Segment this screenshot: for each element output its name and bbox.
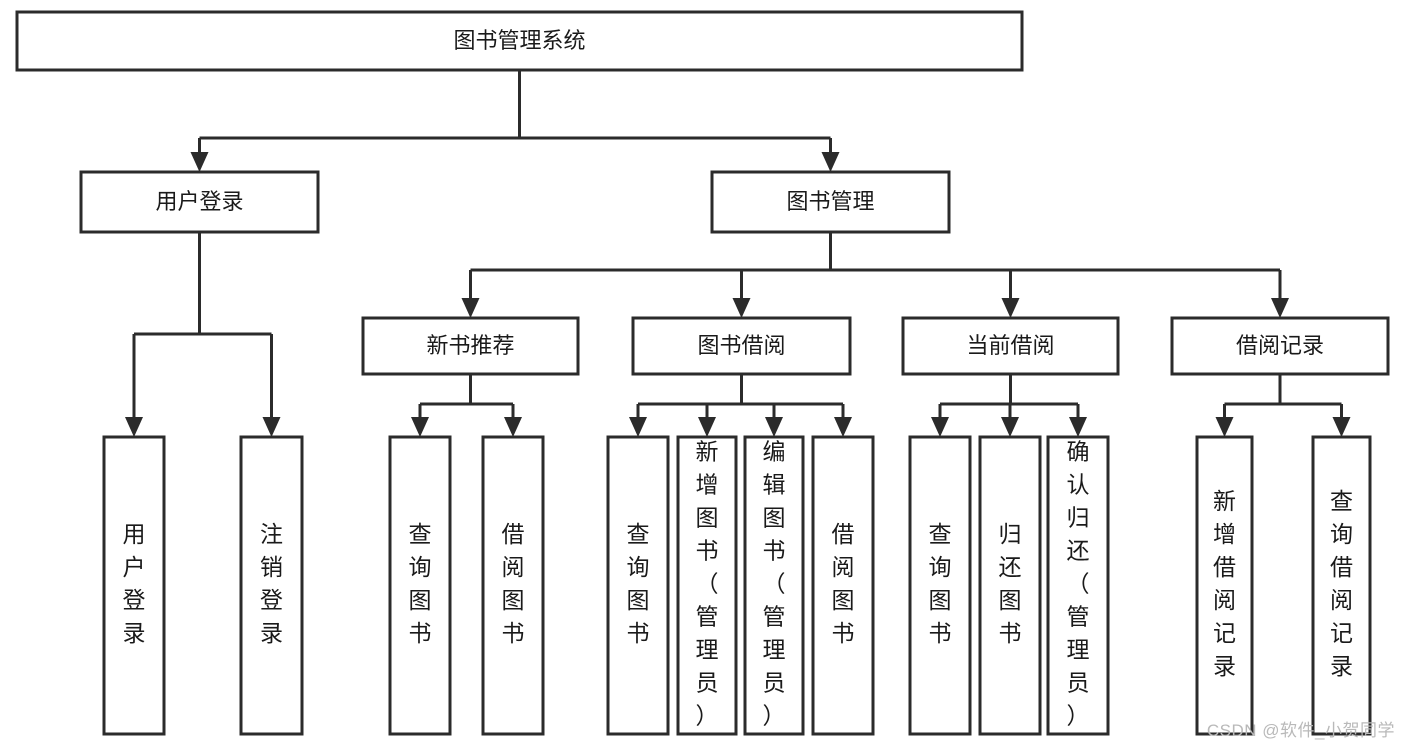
arrow-head-icon [698, 417, 716, 437]
node-box [79, 170, 320, 234]
node-box [1046, 435, 1110, 736]
connector-layer [125, 70, 1351, 437]
node-user-login[interactable]: 用户登录 [79, 170, 320, 234]
node-label: 借阅图书 [832, 521, 855, 646]
node-leaf-query-book-current[interactable]: 查询图书 [908, 435, 972, 736]
arrow-head-icon [1069, 417, 1087, 437]
node-label: 查询图书 [627, 521, 650, 646]
arrow-head-icon [629, 417, 647, 437]
node-box [606, 435, 670, 736]
node-leaf-borrow-book-recommend[interactable]: 借阅图书 [481, 435, 545, 736]
node-label: 确认归还（管理员） [1067, 439, 1090, 729]
node-label: 当前借阅 [966, 333, 1054, 358]
arrow-head-icon [1215, 417, 1234, 437]
arrow-head-icon [262, 417, 281, 437]
node-label: 用户登录 [123, 521, 146, 646]
node-leaf-add-borrow-record[interactable]: 新增借阅记录 [1195, 435, 1254, 736]
node-label: 新增图书（管理员） [696, 439, 719, 729]
node-current-borrow[interactable]: 当前借阅 [901, 316, 1120, 376]
node-new-book-recommend[interactable]: 新书推荐 [361, 316, 580, 376]
node-label: 归还图书 [999, 521, 1022, 646]
arrow-head-icon [765, 417, 783, 437]
node-label: 注销登录 [260, 521, 283, 646]
arrow-head-icon [732, 298, 751, 318]
arrow-head-icon [1001, 298, 1020, 318]
node-root[interactable]: 图书管理系统 [15, 10, 1024, 72]
node-label: 借阅图书 [502, 521, 525, 646]
arrow-head-icon [931, 417, 949, 437]
node-leaf-query-book-borrow[interactable]: 查询图书 [606, 435, 670, 736]
arrow-head-icon [504, 417, 522, 437]
node-box [743, 435, 805, 736]
node-box [676, 435, 738, 736]
node-box [239, 435, 304, 736]
node-box [631, 316, 852, 376]
node-label: 新增借阅记录 [1213, 488, 1236, 679]
node-box [811, 435, 875, 736]
watermark-csdn: CSDN @软件_小贺同学 [1206, 721, 1395, 740]
arrow-head-icon [834, 417, 852, 437]
node-box [388, 435, 452, 736]
node-label: 图书管理系统 [453, 28, 585, 53]
node-box [1195, 435, 1254, 736]
node-box [710, 170, 951, 234]
node-label: 查询借阅记录 [1330, 488, 1353, 679]
node-label: 用户登录 [155, 189, 243, 214]
arrow-head-icon [411, 417, 429, 437]
arrow-head-icon [461, 298, 480, 318]
node-box [1170, 316, 1390, 376]
node-leaf-add-book[interactable]: 新增图书（管理员） [676, 435, 738, 736]
node-label: 借阅记录 [1236, 333, 1324, 358]
node-book-management[interactable]: 图书管理 [710, 170, 951, 234]
node-label: 图书借阅 [697, 333, 785, 358]
node-leaf-query-borrow-record[interactable]: 查询借阅记录 [1311, 435, 1372, 736]
node-box [481, 435, 545, 736]
node-label: 编辑图书（管理员） [763, 439, 786, 729]
node-box [1311, 435, 1372, 736]
arrow-head-icon [125, 417, 143, 437]
node-box [361, 316, 580, 376]
node-leaf-return-book[interactable]: 归还图书 [978, 435, 1042, 736]
node-layer: 图书管理系统用户登录图书管理新书推荐图书借阅当前借阅借阅记录用户登录注销登录查询… [15, 10, 1390, 736]
node-book-borrow[interactable]: 图书借阅 [631, 316, 852, 376]
arrow-head-icon [190, 152, 209, 172]
node-leaf-confirm-return[interactable]: 确认归还（管理员） [1046, 435, 1110, 736]
arrow-head-icon [1001, 417, 1019, 437]
node-leaf-query-book-recommend[interactable]: 查询图书 [388, 435, 452, 736]
node-borrow-record[interactable]: 借阅记录 [1170, 316, 1390, 376]
node-leaf-user-login[interactable]: 用户登录 [102, 435, 166, 736]
node-box [908, 435, 972, 736]
node-box [15, 10, 1024, 72]
node-label: 查询图书 [409, 521, 432, 646]
arrow-head-icon [1332, 417, 1351, 437]
arrow-head-icon [1271, 298, 1289, 318]
node-box [978, 435, 1042, 736]
node-box [901, 316, 1120, 376]
node-box [102, 435, 166, 736]
node-leaf-logout[interactable]: 注销登录 [239, 435, 304, 736]
arrow-head-icon [821, 152, 840, 172]
node-label: 图书管理 [786, 189, 874, 214]
node-leaf-edit-book[interactable]: 编辑图书（管理员） [743, 435, 805, 736]
node-label: 新书推荐 [426, 333, 514, 358]
node-leaf-borrow-book[interactable]: 借阅图书 [811, 435, 875, 736]
node-label: 查询图书 [929, 521, 952, 646]
